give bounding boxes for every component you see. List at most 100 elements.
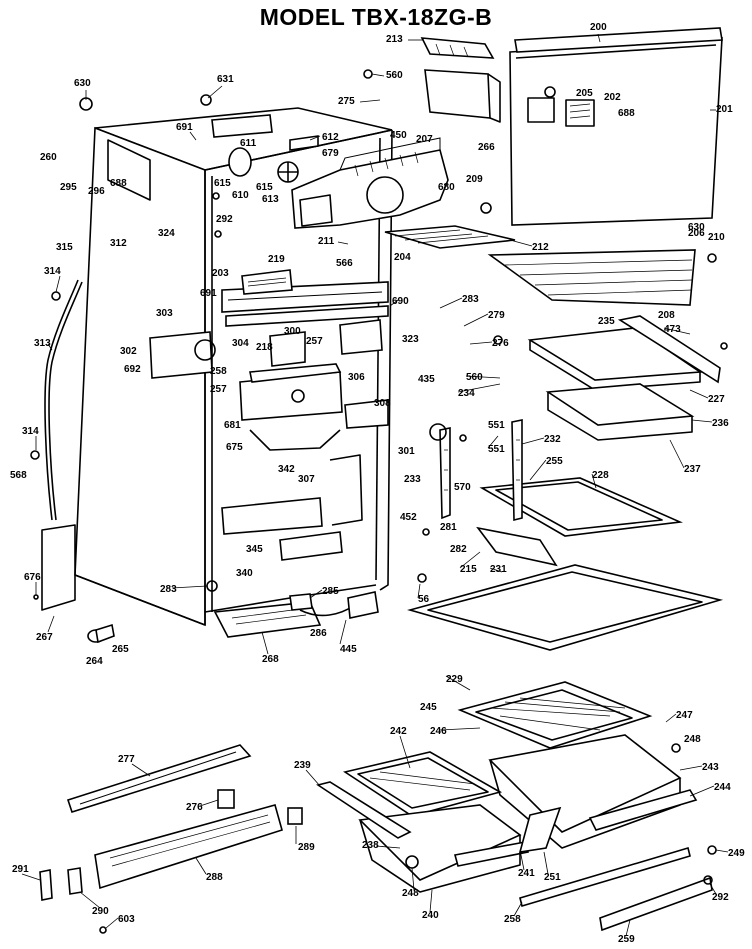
part-label: 312 (110, 238, 127, 249)
part-label: 292 (712, 892, 729, 903)
part-label: 218 (256, 342, 273, 353)
part-label: 275 (338, 96, 355, 107)
fresh-food-shelves (407, 315, 724, 651)
part-label: 551 (488, 420, 505, 431)
part-label: 612 (322, 132, 339, 143)
leader-lines (21, 33, 729, 937)
part-label: 566 (336, 258, 353, 269)
part-labels: 630 631 691 611 612 679 610 615 613 615 … (10, 22, 745, 945)
part-label: 257 (210, 384, 227, 395)
part-label: 692 (124, 364, 141, 375)
part-label: 307 (298, 474, 315, 485)
cabinet-interior-parts (213, 454, 379, 638)
part-label: 615 (214, 178, 231, 189)
part-label: 473 (664, 324, 681, 335)
part-label: 251 (544, 872, 561, 883)
part-label: 258 (210, 366, 227, 377)
model-title: MODEL TBX-18ZG-B (259, 4, 493, 30)
part-label: 691 (176, 122, 193, 133)
part-label: 302 (120, 346, 137, 357)
part-label: 204 (394, 252, 411, 263)
part-label: 207 (416, 134, 433, 145)
part-label: 680 (438, 182, 455, 193)
part-label: 229 (446, 674, 463, 685)
part-label: 213 (386, 34, 403, 45)
part-label: 208 (658, 310, 675, 321)
part-label: 603 (118, 914, 135, 925)
part-label: 257 (306, 336, 323, 347)
part-label: 296 (88, 186, 105, 197)
part-label: 240 (422, 910, 439, 921)
part-label: 610 (232, 190, 249, 201)
part-label: 551 (488, 444, 505, 455)
part-label: 200 (590, 22, 607, 33)
part-label: 241 (518, 868, 535, 879)
part-label: 313 (34, 338, 51, 349)
part-label: 314 (22, 426, 39, 437)
freezer-door-parts (384, 27, 723, 306)
part-label: 301 (398, 446, 415, 457)
part-label: 568 (10, 470, 27, 481)
trim-parts (39, 623, 303, 901)
part-label: 249 (728, 848, 745, 859)
part-label: 688 (618, 108, 635, 119)
part-label: 211 (318, 236, 335, 247)
mullion-bar (221, 269, 389, 327)
part-label: 246 (430, 726, 447, 737)
part-label: 264 (86, 656, 103, 667)
part-label: 304 (232, 338, 249, 349)
part-label: 243 (702, 762, 719, 773)
part-label: 289 (298, 842, 315, 853)
part-label: 219 (268, 254, 285, 265)
part-label: 308 (374, 398, 391, 409)
part-label: 292 (216, 214, 233, 225)
part-label: 690 (392, 296, 409, 307)
part-label: 248 (684, 734, 701, 745)
part-label: 205 (576, 88, 593, 99)
part-label: 227 (708, 394, 725, 405)
part-label: 283 (462, 294, 479, 305)
evaporator-housing (291, 137, 449, 229)
part-label: 237 (684, 464, 701, 475)
part-label: 452 (400, 512, 417, 523)
part-label: 267 (36, 632, 53, 643)
part-label: 236 (712, 418, 729, 429)
part-label: 435 (418, 374, 435, 385)
fan-motor-parts (211, 114, 319, 183)
part-label: 303 (156, 308, 173, 319)
part-label: 570 (454, 482, 471, 493)
part-label: 675 (226, 442, 243, 453)
part-label: 615 (256, 182, 273, 193)
part-label: 209 (466, 174, 483, 185)
part-label: 342 (278, 464, 295, 475)
part-label: 215 (460, 564, 477, 575)
part-label: 323 (402, 334, 419, 345)
part-label: 258 (504, 914, 521, 925)
part-label: 450 (390, 130, 407, 141)
part-label: 244 (714, 782, 731, 793)
part-label: 265 (112, 644, 129, 655)
part-label: 340 (236, 568, 253, 579)
part-label: 630 (688, 222, 705, 233)
part-label: 295 (60, 182, 77, 193)
part-label: 259 (618, 934, 635, 945)
part-label: 630 (74, 78, 91, 89)
part-label: 238 (362, 840, 379, 851)
part-label: 286 (310, 628, 327, 639)
part-label: 231 (490, 564, 507, 575)
part-label: 247 (676, 710, 693, 721)
part-label: 611 (240, 138, 257, 149)
part-label: 283 (160, 584, 177, 595)
part-label: 277 (118, 754, 135, 765)
part-label: 290 (92, 906, 109, 917)
part-label: 245 (420, 702, 437, 713)
part-label: 281 (440, 522, 457, 533)
part-label: 248 (402, 888, 419, 899)
part-label: 676 (24, 572, 41, 583)
part-label: 300 (284, 326, 301, 337)
part-label: 613 (262, 194, 279, 205)
part-label: 688 (110, 178, 127, 189)
part-label: 560 (466, 372, 483, 383)
crisper-drawers (316, 681, 713, 932)
